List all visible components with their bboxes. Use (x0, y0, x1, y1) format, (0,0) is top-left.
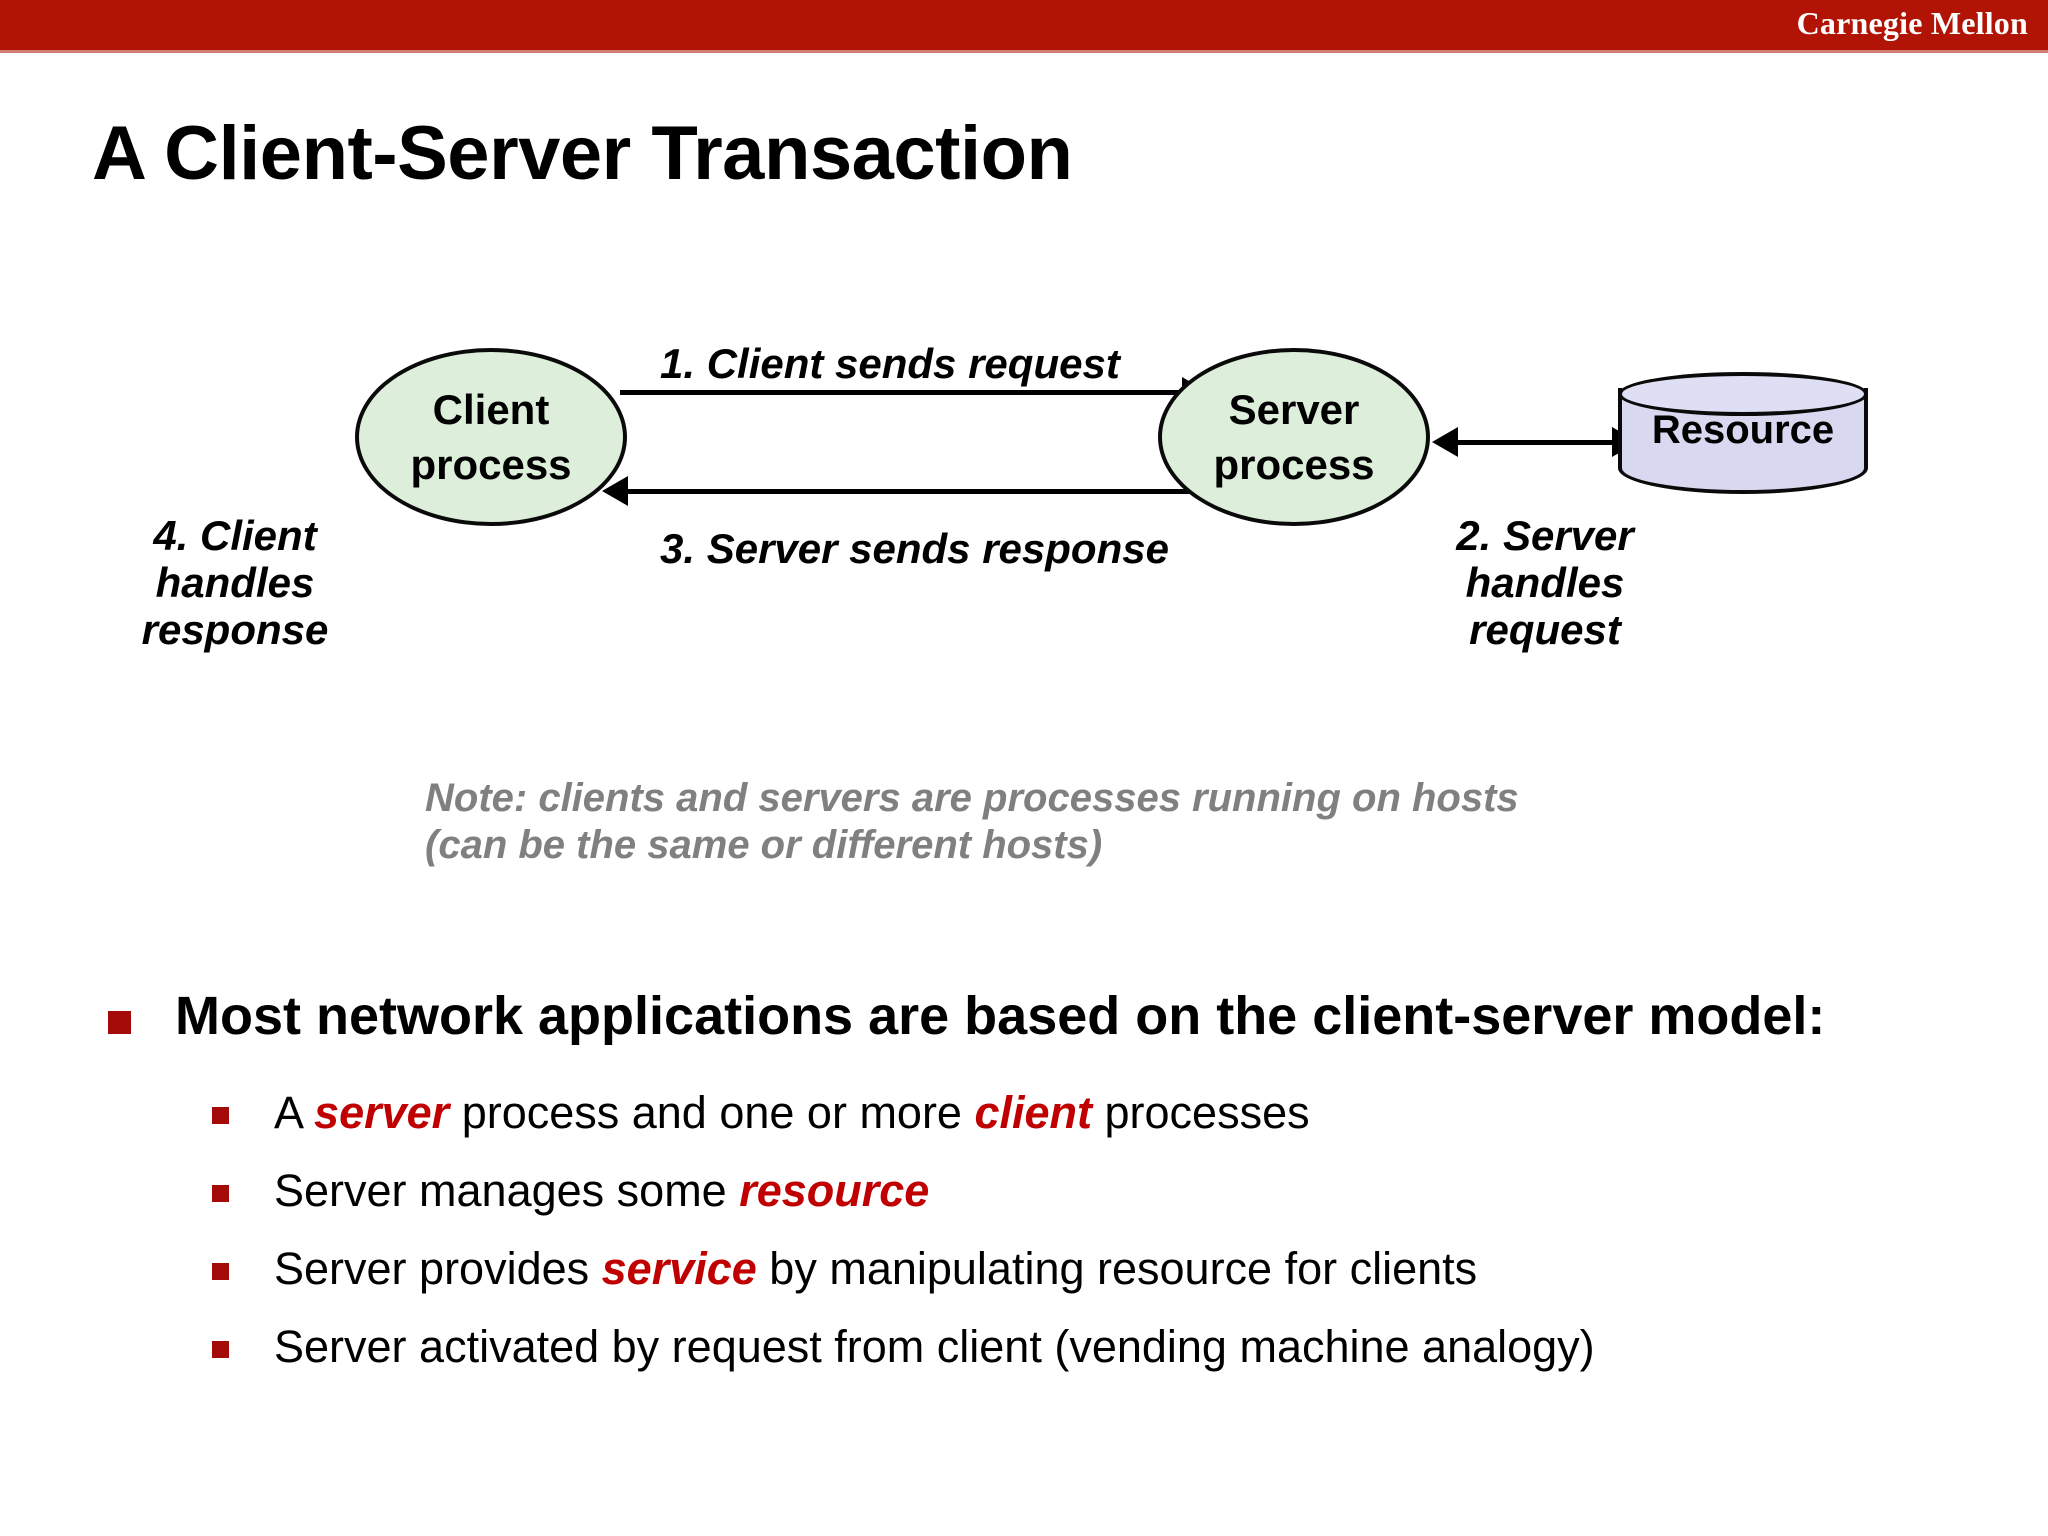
header-divider (0, 50, 2048, 53)
bullet-level1-text: Most network applications are based on t… (175, 986, 1826, 1046)
bullet-square-marker-icon (212, 1184, 229, 1202)
bullet-square-marker-icon (108, 1011, 131, 1034)
sub-bullet-list: A server process and one or more client … (0, 1090, 2048, 1369)
header-bar: Carnegie Mellon (0, 0, 2048, 50)
bullet-level2: Server activated by request from client … (212, 1324, 2048, 1369)
bullet-level2: Server manages some resource (212, 1168, 2048, 1213)
bullet-keyword: resource (739, 1164, 930, 1216)
client-node-label-line2: process (410, 441, 572, 488)
resource-arrow-line (1458, 440, 1618, 445)
bullet-square-marker-icon (212, 1262, 229, 1280)
bullet-keyword: service (601, 1242, 757, 1294)
bullet-level1: Most network applications are based on t… (108, 985, 1915, 1048)
server-node-label-line2: process (1213, 441, 1375, 488)
step-4-line-3: response (141, 606, 329, 654)
bullet-level2: A server process and one or more client … (212, 1090, 2048, 1135)
bullet-text: A (274, 1086, 315, 1138)
cylinder-top-icon (1618, 372, 1868, 416)
diagram-note: Note: clients and servers are processes … (425, 775, 1519, 869)
bullet-level2: Server provides service by manipulating … (212, 1246, 2048, 1291)
resource-node: Resource (1618, 372, 1868, 494)
step-2-line-3: request (1469, 606, 1621, 654)
bullet-keyword: client (974, 1086, 1093, 1138)
step-2-line-2: handles (1465, 559, 1625, 607)
step-1-label: 1. Client sends request (660, 340, 1120, 387)
bullet-text: process and one or more (449, 1086, 975, 1138)
diagram-note-line-1: Note: clients and servers are processes … (425, 776, 1519, 820)
bullet-square-marker-icon (212, 1106, 229, 1124)
bullet-list: Most network applications are based on t… (0, 985, 2048, 1369)
bullet-text: Server manages some (274, 1164, 740, 1216)
step-4-block: 4. Client handles response (130, 512, 340, 653)
carnegie-mellon-brand: Carnegie Mellon (1796, 5, 2028, 41)
response-arrow-line (628, 489, 1194, 494)
resource-arrowhead-left-icon (1432, 427, 1458, 457)
diagram-note-line-2: (can be the same or different hosts) (425, 823, 1103, 868)
server-process-node: Server process (1158, 348, 1430, 526)
step-4-line-2: handles (155, 559, 315, 607)
step-2-block: 2. Server handles request (1430, 512, 1660, 653)
request-arrow-line (620, 390, 1188, 395)
resource-node-label: Resource (1651, 408, 1835, 452)
bullet-keyword: server (314, 1086, 450, 1138)
client-server-diagram: Client process Server process Resource 1… (0, 0, 2048, 867)
step-4-line-1: 4. Client (153, 512, 317, 559)
client-process-node: Client process (355, 348, 627, 526)
bullet-text: Server provides (274, 1242, 602, 1294)
step-3-label: 3. Server sends response (660, 525, 1169, 572)
client-node-label-line1: Client (432, 385, 550, 433)
bullet-text: Server activated by request from client … (274, 1320, 1595, 1372)
server-node-label-line1: Server (1228, 385, 1360, 433)
bullet-text: processes (1092, 1086, 1310, 1138)
step-2-line-1: 2. Server (1456, 512, 1634, 559)
bullet-text: by manipulating resource for clients (756, 1242, 1478, 1294)
page-title: A Client-Server Transaction (92, 111, 1073, 196)
bullet-square-marker-icon (212, 1340, 229, 1358)
